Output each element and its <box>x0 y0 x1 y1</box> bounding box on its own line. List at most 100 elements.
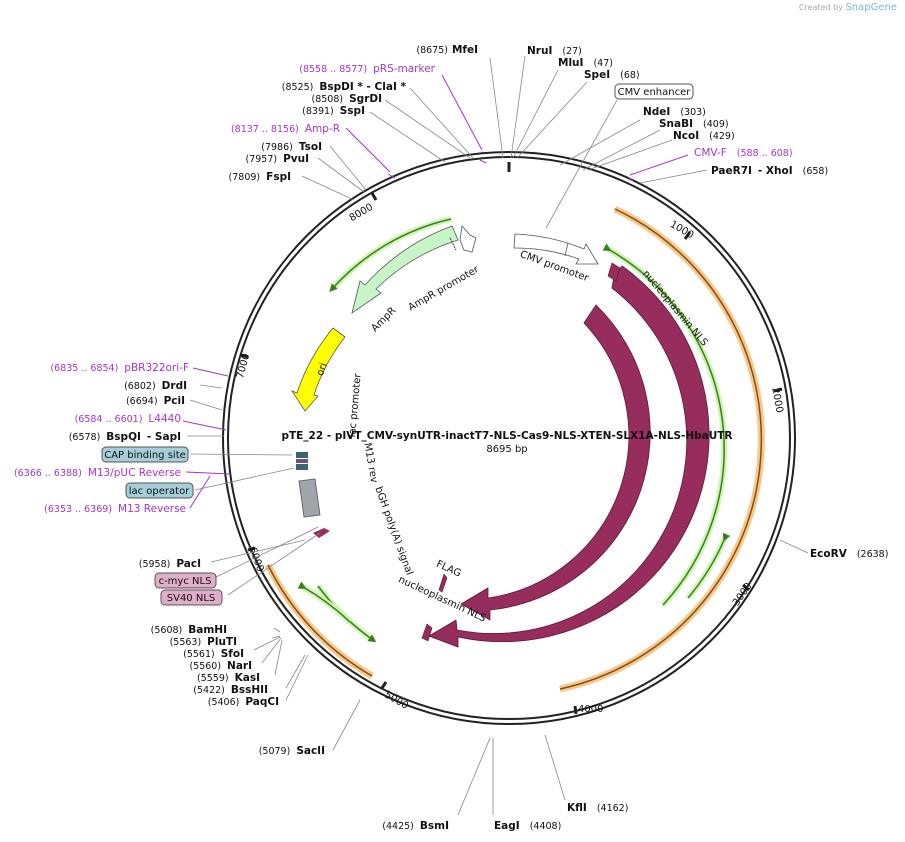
backbone-outer <box>227 156 791 720</box>
lac-operator-box[interactable] <box>125 482 194 499</box>
plasmid-title: pTE_22 - pIVT_CMV-synUTR-inactT7-NLS-Cas… <box>281 430 732 442</box>
tick-label-3000: 3000 <box>731 581 755 608</box>
site-pluti[interactable]: (5563)PluTI <box>170 636 237 648</box>
m13-rev-feature[interactable] <box>296 459 308 463</box>
sv40-nls-label: SV40 NLS <box>167 593 216 604</box>
site-kfli[interactable]: KflI(4162) <box>567 802 628 814</box>
site-bamhi[interactable]: (5608)BamHI <box>151 624 227 636</box>
site-sgrdi[interactable]: (8508)SgrDI <box>312 93 382 105</box>
site-kasi[interactable]: (5559)KasI <box>197 672 260 684</box>
leader-lines <box>187 55 809 816</box>
lac-promoter-label: lac promoter <box>347 372 364 438</box>
site-mlui[interactable]: MluI(47) <box>558 57 613 69</box>
tick-label-4000: 4000 <box>578 704 603 715</box>
tick-2000 <box>773 387 783 393</box>
ampr-label: AmpR <box>370 305 399 334</box>
flag-label: FLAG <box>434 559 462 580</box>
site-sacii[interactable]: (5079)SacII <box>259 745 325 757</box>
tick-3000 <box>742 583 750 592</box>
tick-6000 <box>247 546 256 552</box>
cap-binding-site-label: CAP binding site <box>104 450 186 461</box>
nls-left-feature[interactable] <box>313 528 330 538</box>
restriction-sites: (8675)MfeI NruI(27) MluI(47) SpeI(68) Nd… <box>69 44 889 832</box>
site-sfoi[interactable]: (5561)SfoI <box>183 648 244 660</box>
primer-m13-puc-reverse[interactable]: (6366 .. 6388)M13/pUC Reverse <box>14 467 181 479</box>
cmv-promoter-feature[interactable] <box>513 233 599 265</box>
green-orf-bottom-small <box>297 581 351 623</box>
ori-feature[interactable] <box>290 327 346 412</box>
cas9-outer-feature[interactable] <box>428 265 710 648</box>
nls-bottom-feature[interactable] <box>421 623 433 642</box>
primer-l4440[interactable]: (6584 .. 6601)L4440 <box>75 413 181 425</box>
primer-amp-r[interactable]: (8137 .. 8156)Amp-R <box>231 123 340 135</box>
site-ncoi[interactable]: NcoI(429) <box>673 130 735 142</box>
site-tsoi[interactable]: (7986)TsoI <box>261 141 322 153</box>
site-paci[interactable]: (5958)PacI <box>139 558 201 570</box>
ampr-feature[interactable] <box>351 225 459 314</box>
cas9-inner-feature[interactable] <box>460 304 651 621</box>
site-bspqi[interactable]: (6578)BspQI- SapI <box>69 431 181 443</box>
m13-rev-label: M13 rev <box>361 442 379 484</box>
bgh-polya-feature[interactable] <box>298 478 321 518</box>
site-drdi[interactable]: (6802)DrdI <box>124 380 187 392</box>
snapgene-logo: SnapGene <box>845 2 897 13</box>
backbone-inner <box>222 151 796 725</box>
ampr-divider <box>449 237 457 251</box>
tick-1000 <box>683 231 692 240</box>
nls-top-feature[interactable] <box>607 262 621 282</box>
site-paqci[interactable]: (5406)PaqCI <box>208 696 279 708</box>
cap-binding-site-box[interactable] <box>101 446 189 463</box>
cmv-enhancer-label: CMV enhancer <box>618 87 692 98</box>
ampr-promoter-feature[interactable] <box>459 225 477 253</box>
green-orf-right-small <box>687 532 731 599</box>
site-ndei[interactable]: NdeI(303) <box>643 106 706 118</box>
flag-feature[interactable] <box>438 573 448 593</box>
sv40-nls-box[interactable] <box>160 589 223 606</box>
site-nrui[interactable]: NruI(27) <box>527 45 582 57</box>
lac-operator-feature[interactable] <box>296 464 308 470</box>
site-bsshii[interactable]: (5422)BssHII <box>193 684 268 696</box>
primer-pbr322ori-f[interactable]: (6835 .. 6854)pBR322ori-F <box>50 362 189 374</box>
watermark-prefix: Created by <box>798 3 843 12</box>
primer-cmv-f[interactable]: CMV-F(588 .. 608) <box>694 147 793 159</box>
site-fspi[interactable]: (7809)FspI <box>229 171 291 183</box>
tick-label-1000: 1000 <box>668 219 696 241</box>
green-orf-top <box>329 218 452 292</box>
ori-label: ori <box>315 362 330 378</box>
scale-ticks <box>239 192 783 715</box>
site-snabi[interactable]: SnaBI(409) <box>659 118 729 130</box>
site-mfei[interactable]: (8675)MfeI <box>416 44 478 56</box>
tick-8000 <box>370 192 378 201</box>
primer-lines <box>182 74 689 509</box>
cmv-enhancer-box[interactable] <box>614 83 694 100</box>
site-eagi[interactable]: EagI(4408) <box>494 820 561 832</box>
watermark: Created by SnapGene <box>799 2 897 13</box>
orf-arc-left-line <box>267 564 373 677</box>
site-ecorv[interactable]: EcoRV(2638) <box>810 548 888 560</box>
site-sspi[interactable]: (8391)SspI <box>302 105 365 117</box>
c-myc-nls-box[interactable] <box>154 572 217 589</box>
tick-7000 <box>239 353 249 359</box>
c-myc-nls-label: c-myc NLS <box>159 576 212 587</box>
tick-label-5000: 5000 <box>382 690 410 712</box>
orf-arc-left-yellow <box>264 563 374 680</box>
site-pvui[interactable]: (7957)PvuI <box>245 153 309 165</box>
lac-operator-label: lac operator <box>129 486 190 497</box>
plasmid-length: 8695 bp <box>486 444 527 455</box>
site-bspdi-clai[interactable]: (8525)BspDI * - ClaI * <box>282 81 407 93</box>
tick-4000 <box>573 705 578 715</box>
tick-label-7000: 7000 <box>235 352 252 379</box>
site-nari[interactable]: (5560)NarI <box>189 660 252 672</box>
ampr-promoter-label: AmpR promoter <box>407 264 482 314</box>
green-orf-bottom-glow <box>315 584 375 643</box>
site-spei[interactable]: SpeI(68) <box>584 69 640 81</box>
site-bsmi[interactable]: (4425)BsmI <box>382 820 449 832</box>
cas9-inner-label: Cas9 <box>636 501 655 528</box>
primer-m13-reverse[interactable]: (6353 .. 6369)M13 Reverse <box>44 503 186 515</box>
site-pcii[interactable]: (6694)PciI <box>126 395 185 407</box>
lac-promoter-feature[interactable] <box>296 452 308 458</box>
primer-prs-marker[interactable]: (8558 .. 8577)pRS-marker <box>299 63 435 75</box>
green-orf-right <box>602 243 725 606</box>
site-paer7i[interactable]: PaeR7I- XhoI(658) <box>711 165 828 177</box>
